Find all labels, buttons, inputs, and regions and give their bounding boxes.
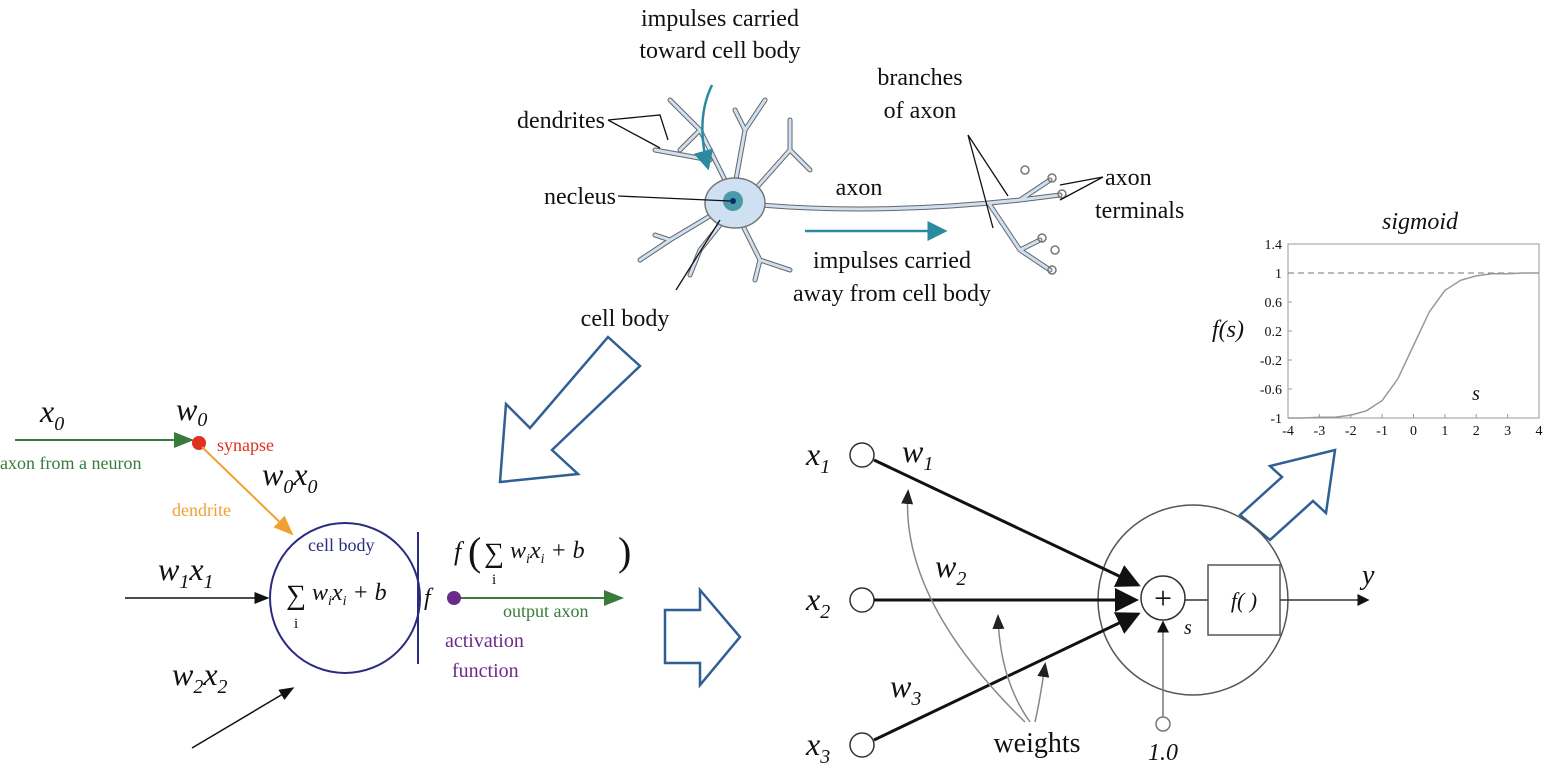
y-tick-label: 0.2 [1265,325,1283,340]
label-cell-body: cell body [581,306,670,332]
dendrite-line [201,446,294,536]
weight-edge-1 [873,458,1141,587]
label-weights: weights [993,728,1080,759]
sum-output-s: s [1184,617,1192,639]
axon-terminal-bulbs [1020,165,1067,275]
x-tick-label: -3 [1314,424,1326,439]
y-tick-label: 1 [1275,267,1282,282]
input-node-3 [849,732,875,758]
transition-arrows [498,335,1337,689]
sum-terms: wixi+ b [312,580,387,609]
label-x2: x2 [805,581,830,623]
sigmoid-chart: sigmoid f(s) s -4 -3 -2 -1 0 1 2 3 4 1.4 1 0.6 0.2 -0… [1212,209,1543,439]
right-arrow [663,586,742,689]
sum-node [1140,575,1186,621]
label-activation-1: activation [445,630,524,652]
big-diagonal-arrow [498,335,642,484]
x-tick-label: 3 [1504,424,1511,439]
open-paren: ( [468,529,481,574]
label-w0: w0 [176,391,207,431]
sigmoid-curve [1288,272,1539,419]
label-cell-body: cell body [308,535,374,555]
activation-dot [447,591,461,605]
label-activation-2: function [452,660,519,682]
label-x3: x3 [805,726,830,768]
up-right-arrow [1238,448,1337,542]
sigma-symbol: ∑ [286,580,306,611]
y-tick-label: -0.6 [1260,383,1282,398]
label-w1: w1 [902,433,933,475]
output-y: y [1359,560,1375,591]
label-output-axon: output axon [503,601,589,621]
label-w0x0: w0x0 [262,456,318,498]
x-tick-label: 2 [1473,424,1480,439]
label-x1: x1 [805,436,830,478]
label-impulses-away-2: away from cell body [793,281,991,307]
x-tick-label: 4 [1536,424,1543,439]
chart-ylabel: f(s) [1212,317,1244,343]
label-axon-terminals-2: terminals [1095,198,1184,224]
label-x0: x0 [39,393,64,435]
cell-body-circle [269,522,421,674]
weight-edge-3 [873,612,1141,742]
weights-pointer-arrows [901,489,1050,723]
label-synapse: synapse [217,435,274,455]
label-axon: axon [836,175,883,201]
label-w3: w3 [890,668,921,710]
label-impulses-away-1: impulses carried [813,248,971,274]
chart-title: sigmoid [1382,209,1459,235]
x-tick-label: -1 [1376,424,1388,439]
sum-index: i [294,616,298,632]
input-2-line [191,687,295,749]
y-tick-label: -0.2 [1260,354,1282,369]
sum-expression: ∑ i wixi+ b f [286,580,434,632]
output-expression: f ( ∑ i wixi+ b ) [454,529,631,588]
x-tick-label: -2 [1345,424,1357,439]
label-w1x1: w1x1 [158,551,214,593]
label-branches-1: branches [877,65,962,91]
neuron-labels: impulses carried toward cell body dendri… [517,6,1184,332]
output-f: f [454,537,465,566]
label-dendrite: dendrite [172,500,231,520]
x-tick-label: 0 [1410,424,1417,439]
x-tick-label: -4 [1282,424,1294,439]
chart-xlabel: s [1472,383,1480,405]
output-sum-index: i [492,572,496,588]
output-sigma: ∑ [484,538,504,569]
label-impulses-toward-2: toward cell body [639,38,800,64]
label-w2x2: w2x2 [172,656,228,698]
activation-f: f [424,585,434,611]
y-tick-label: 1.4 [1265,238,1283,253]
x-tick-label: 1 [1441,424,1448,439]
label-branches-2: of axon [884,98,957,124]
leader-lines [607,114,1104,291]
bias-node [1155,716,1171,732]
label-axon-from-neuron: axon from a neuron [0,453,141,473]
bio-model: x0 w0 synapse axon from a neuron w0x0 de… [0,391,631,749]
neuron-illustration [607,84,1104,291]
label-w2: w2 [935,548,966,590]
y-tick-label: -1 [1270,412,1282,427]
close-paren: ) [618,529,631,574]
label-dendrites: dendrites [517,108,605,134]
perceptron: + f( ) y s 1.0 x1 x2 x3 w1 w2 w3 weights [805,433,1375,768]
y-tick-label: 0.6 [1265,296,1283,311]
plus-sign: + [1154,580,1172,616]
impulse-toward-arrow [693,84,714,171]
input-node-1 [849,442,875,468]
label-nucleus: necleus [544,184,616,210]
bias-label: 1.0 [1148,740,1178,766]
activation-box [1207,564,1281,636]
activation-box-label: f( ) [1231,588,1257,613]
input-node-2 [849,587,875,613]
label-impulses-toward-1: impulses carried [641,6,799,32]
chart-frame [1287,243,1540,419]
output-terms: wixi+ b [510,538,585,567]
label-axon-terminals-1: axon [1105,165,1152,191]
